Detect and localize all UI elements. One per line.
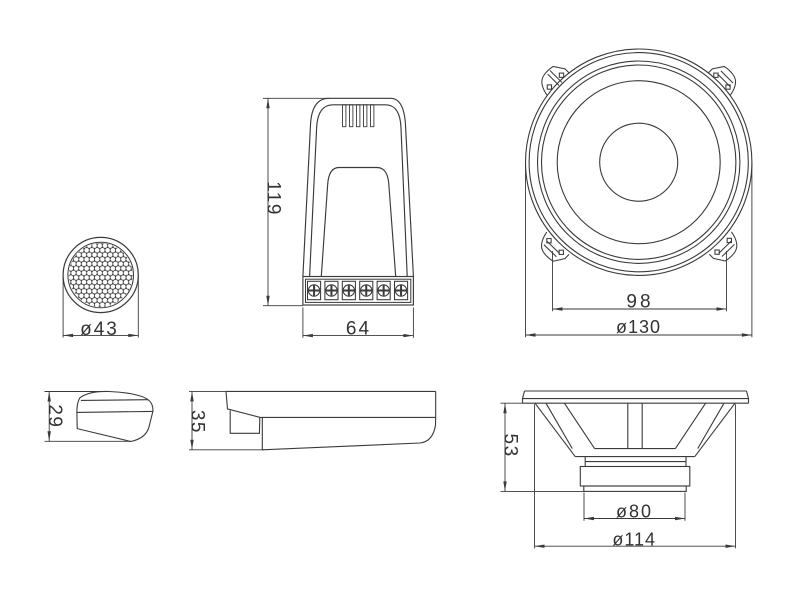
svg-text:119: 119 <box>263 181 284 216</box>
svg-text:53: 53 <box>500 434 521 458</box>
svg-text:ø43: ø43 <box>80 319 119 340</box>
svg-text:ø130: ø130 <box>616 317 661 337</box>
svg-text:ø80: ø80 <box>616 501 653 521</box>
svg-text:64: 64 <box>346 319 371 340</box>
svg-text:35: 35 <box>187 410 208 434</box>
svg-text:ø114: ø114 <box>612 529 656 549</box>
svg-text:98: 98 <box>626 292 653 313</box>
svg-text:29: 29 <box>44 404 65 428</box>
